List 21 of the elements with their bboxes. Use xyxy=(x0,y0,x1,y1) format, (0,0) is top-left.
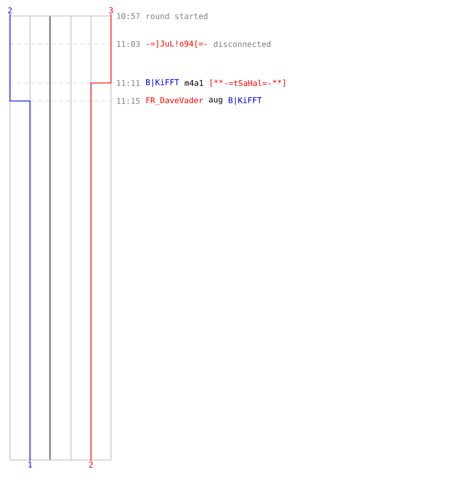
timestamp: 11:11 xyxy=(117,80,140,86)
log-text: disconnected xyxy=(214,40,270,48)
log-text: round started xyxy=(146,12,208,20)
log-text: -=]JuL!o94[=- xyxy=(146,40,207,48)
timestamp: 11:03 xyxy=(117,40,140,48)
timestamp: 11:15 xyxy=(117,98,140,104)
player-count: 1 xyxy=(28,462,32,468)
timestamp: 10:57 xyxy=(117,12,140,20)
log-text: **] xyxy=(272,79,285,87)
log-text: -=tSaHal=- xyxy=(225,80,270,86)
player-line xyxy=(90,14,112,462)
log-text: FR_DaveVader xyxy=(146,97,203,105)
log-text: m4a1 xyxy=(184,80,204,86)
player-count: 2 xyxy=(89,462,93,468)
log-text: aug xyxy=(209,98,222,104)
player-count: 2 xyxy=(8,7,12,14)
log-text: [** xyxy=(210,79,223,87)
log-text: B|KiFFT xyxy=(146,79,179,87)
log-text: B|KiFFT xyxy=(228,97,262,105)
player-count: 3 xyxy=(109,7,113,14)
player-line xyxy=(10,14,30,462)
